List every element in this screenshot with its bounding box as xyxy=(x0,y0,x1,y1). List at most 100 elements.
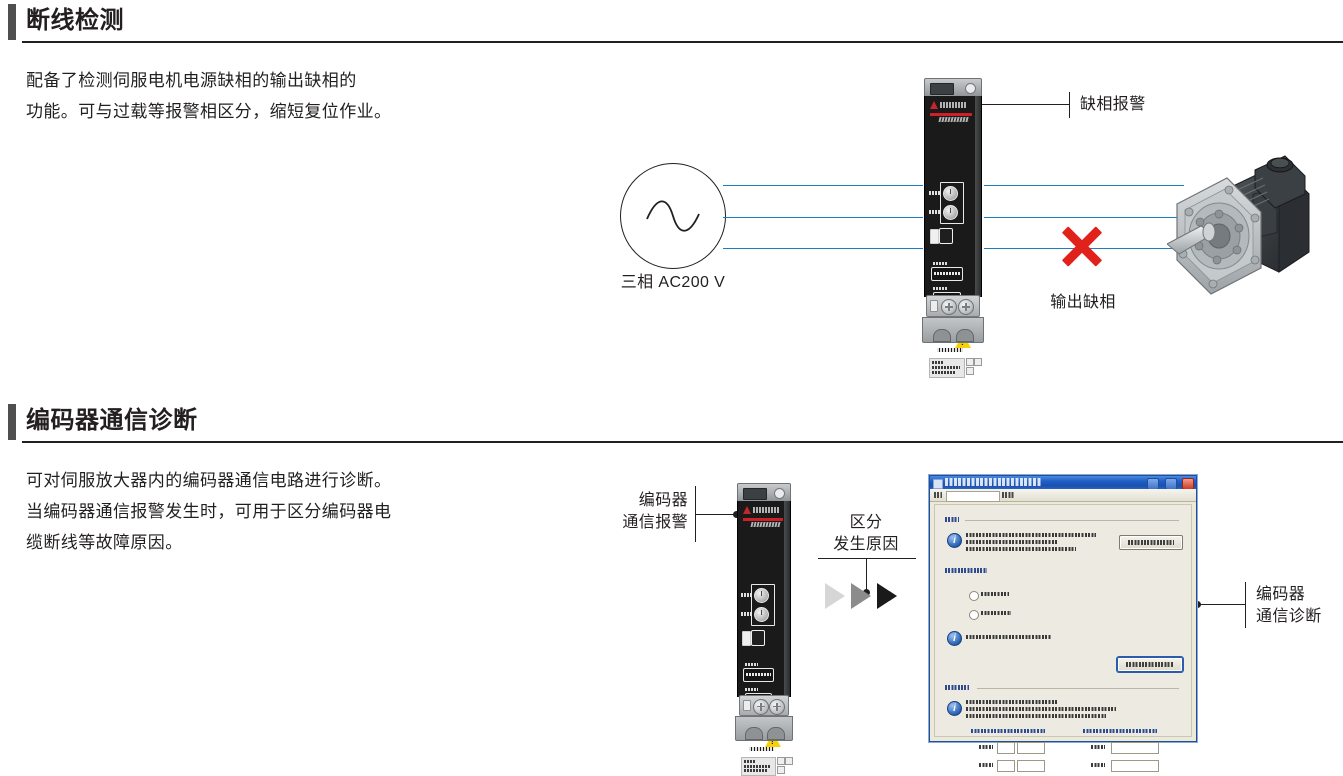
top-screw-icon-2 xyxy=(774,488,785,499)
model-nameplate-2 xyxy=(741,757,776,776)
dialog-titlebar[interactable] xyxy=(930,476,1196,490)
result-row-1-label-right xyxy=(1091,745,1105,749)
diagnosis-start-button[interactable] xyxy=(1119,535,1183,550)
group3-rule xyxy=(977,688,1179,689)
plate-mark-3b xyxy=(777,766,785,774)
radio-option-1-label xyxy=(981,592,1009,596)
dialog-app-icon xyxy=(933,478,943,489)
window-controls[interactable] xyxy=(1146,477,1194,496)
brand-red-stripe-2 xyxy=(743,518,783,521)
flow-arrow-2 xyxy=(851,583,871,609)
process-label: 区分 发生原因 xyxy=(833,514,899,553)
close-button[interactable] xyxy=(1182,477,1194,490)
execute-button[interactable] xyxy=(1117,657,1183,672)
heading-divider xyxy=(22,41,1343,43)
mitsubishi-logo-icon xyxy=(930,101,966,110)
page-title: 断线检测 xyxy=(26,7,124,34)
charge-lamp-label xyxy=(937,348,963,352)
power-wire-l2 xyxy=(723,217,923,219)
minimize-button[interactable] xyxy=(1147,477,1160,490)
io-port-icon-2 xyxy=(751,630,765,646)
result-row-1-label-left xyxy=(979,745,993,749)
power-wire-l3 xyxy=(723,248,923,250)
maximize-button[interactable] xyxy=(1164,477,1177,490)
menu-combo-field[interactable] xyxy=(946,490,1000,502)
group1-title xyxy=(945,517,959,522)
rotary-switch-tag-1 xyxy=(929,191,940,195)
display-panel xyxy=(931,267,963,281)
rotary-switch-1 xyxy=(943,186,958,201)
info-icon-1 xyxy=(947,533,962,548)
group3-text-line-2 xyxy=(966,707,1116,711)
radio-option-2[interactable] xyxy=(969,610,979,620)
charge-lamp-label-2 xyxy=(749,747,774,751)
encoder-alarm-line xyxy=(696,514,736,516)
usb-port-icon xyxy=(930,229,939,244)
heading-accent-bar-2 xyxy=(8,404,16,440)
dialog-menubar[interactable] xyxy=(930,489,1196,502)
result-row-1-field-right[interactable] xyxy=(1111,742,1159,754)
group2-title xyxy=(945,568,987,573)
cn-label-2b xyxy=(745,688,758,691)
rotary-switch-frame-2 xyxy=(751,584,775,626)
menu-item-1[interactable] xyxy=(934,492,942,498)
amplifier-side-bevel-2 xyxy=(784,501,790,697)
group1-text-line-1 xyxy=(966,533,1096,537)
melservo-wordmark xyxy=(938,117,970,122)
amplifier-top-cap xyxy=(924,78,982,98)
servo-amplifier-icon-2 xyxy=(735,483,793,776)
amplifier-front-face-2 xyxy=(737,501,793,776)
servo-motor-icon xyxy=(1166,148,1319,300)
ac-source-label: 三相 AC200 V xyxy=(620,274,726,291)
flow-arrow-3 xyxy=(877,583,897,609)
section-body-wire-break: 配备了检测伺服电机电源缺相的输出缺相的 功能。可与过载等报警相区分，缩短复位作业… xyxy=(26,71,392,121)
group3-title xyxy=(945,685,969,690)
diagnosis-dialog-window[interactable] xyxy=(929,475,1197,772)
rotary-switch-tag-1b xyxy=(741,593,752,597)
cn-label-1b xyxy=(745,663,758,666)
result-row-2-label-right xyxy=(1091,763,1105,767)
result-row-1-field-left-b[interactable] xyxy=(1017,742,1045,754)
amplifier-front-face xyxy=(924,96,982,378)
rotary-switch-1b xyxy=(754,588,769,603)
dialog-title-text xyxy=(945,478,1041,486)
result-callout-dot xyxy=(1194,601,1201,608)
amplifier-side-bevel xyxy=(975,96,981,297)
dialog-body xyxy=(934,504,1192,772)
power-terminal-block xyxy=(926,295,980,317)
page-title-2: 编码器通信诊断 xyxy=(26,407,198,434)
ac-power-source-icon xyxy=(620,163,726,269)
motor-wire-u xyxy=(984,185,1184,187)
radio-option-2-label xyxy=(981,611,1011,615)
heading-divider-2 xyxy=(22,441,1343,443)
result-row-1-field-left-a[interactable] xyxy=(997,742,1015,754)
plate-mark-2 xyxy=(974,358,982,366)
process-drop-line xyxy=(866,558,868,591)
menu-item-2[interactable] xyxy=(1002,492,1014,498)
amplifier-top-cap-2 xyxy=(737,483,791,503)
usb-port-icon-2 xyxy=(742,631,751,646)
radio-option-1[interactable] xyxy=(969,591,979,601)
alarm-callout-tick xyxy=(1069,92,1071,118)
group2-text-line xyxy=(966,635,1052,639)
phase-loss-alarm-label: 缺相报警 xyxy=(1080,96,1146,113)
display-panel-2 xyxy=(743,668,774,682)
mitsubishi-logo-icon-2 xyxy=(743,506,779,515)
result-column-header-right xyxy=(1083,729,1157,733)
result-callout-line xyxy=(1198,604,1246,606)
amplifier-base-2 xyxy=(735,716,793,741)
power-wire-l1 xyxy=(723,185,923,187)
rotary-switch-tag-2b xyxy=(741,612,752,616)
top-screw-icon xyxy=(965,83,976,94)
encoder-diagnosis-label: 编码器 通信诊断 xyxy=(1256,586,1322,625)
info-icon-2 xyxy=(947,631,962,646)
group1-text-line-3 xyxy=(966,547,1076,551)
result-row-2-label-left xyxy=(979,763,993,767)
group1-text-line-2 xyxy=(966,540,1058,544)
section-body-encoder-diagnosis: 可对伺服放大器内的编码器通信电路进行诊断。 当编码器通信报警发生时，可用于区分编… xyxy=(26,471,392,552)
group3-text-line-3 xyxy=(966,714,1106,718)
group3-text-line-1 xyxy=(966,700,1058,704)
melservo-wordmark-2 xyxy=(750,522,781,527)
plate-mark-3 xyxy=(966,367,974,375)
